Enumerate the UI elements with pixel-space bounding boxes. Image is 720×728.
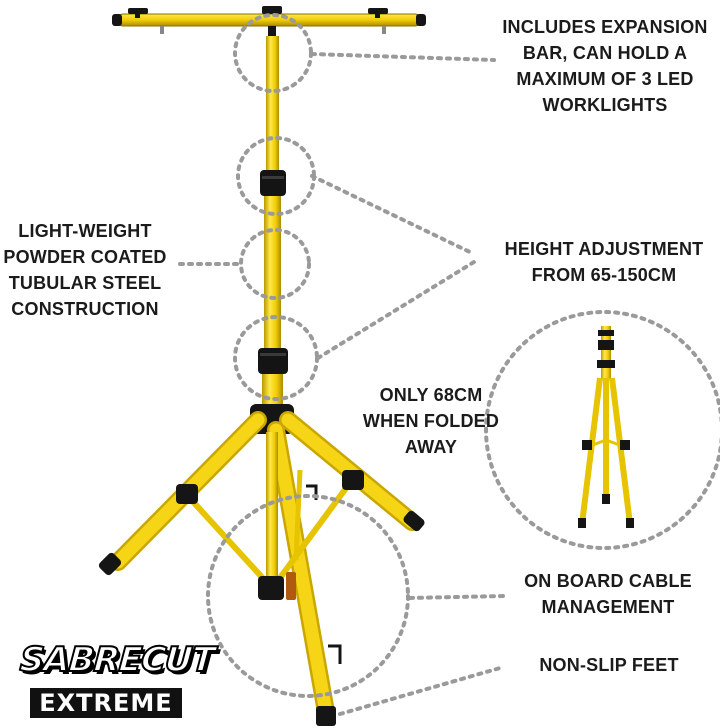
callout-line: FROM 65-150CM: [531, 265, 677, 285]
logo-brand: SABRECUT: [18, 639, 217, 681]
expansion-bar-callout: INCLUDES EXPANSION BAR, CAN HOLD A MAXIM…: [490, 14, 720, 118]
callout-line: CONSTRUCTION: [11, 299, 159, 319]
height-callout: HEIGHT ADJUSTMENT FROM 65-150CM: [488, 236, 720, 288]
callout-circle: [484, 310, 720, 550]
logo-tagline: EXTREME: [30, 688, 182, 718]
callout-line: AWAY: [404, 437, 458, 457]
callout-line: MANAGEMENT: [541, 597, 675, 617]
callout-line: ONLY 68CM: [379, 385, 483, 405]
construction-callout: LIGHT-WEIGHT POWDER COATED TUBULAR STEEL…: [0, 218, 170, 322]
cable-callout: ON BOARD CABLE MANAGEMENT: [508, 568, 708, 620]
callout-line: ON BOARD CABLE: [524, 571, 692, 591]
sabrecut-logo: SABRECUT EXTREME: [6, 634, 216, 726]
callout-line: WORKLIGHTS: [542, 95, 668, 115]
callout-circle: [239, 228, 311, 300]
callout-circle: [206, 494, 410, 698]
tripod-stand-image: [98, 6, 426, 726]
callout-line: LIGHT-WEIGHT: [18, 221, 152, 241]
callout-line: INCLUDES EXPANSION: [502, 17, 708, 37]
callout-line: NON-SLIP FEET: [539, 655, 679, 675]
callout-line: HEIGHT ADJUSTMENT: [504, 239, 704, 259]
callout-line: BAR, CAN HOLD A: [522, 43, 688, 63]
callout-line: WHEN FOLDED: [362, 411, 500, 431]
callout-line: MAXIMUM OF 3 LED: [516, 69, 694, 89]
folded-tripod-image: [578, 326, 634, 528]
callout-line: POWDER COATED: [3, 247, 167, 267]
folded-callout: ONLY 68CM WHEN FOLDED AWAY: [356, 382, 506, 460]
feet-callout: NON-SLIP FEET: [514, 652, 704, 678]
callout-line: TUBULAR STEEL: [8, 273, 162, 293]
